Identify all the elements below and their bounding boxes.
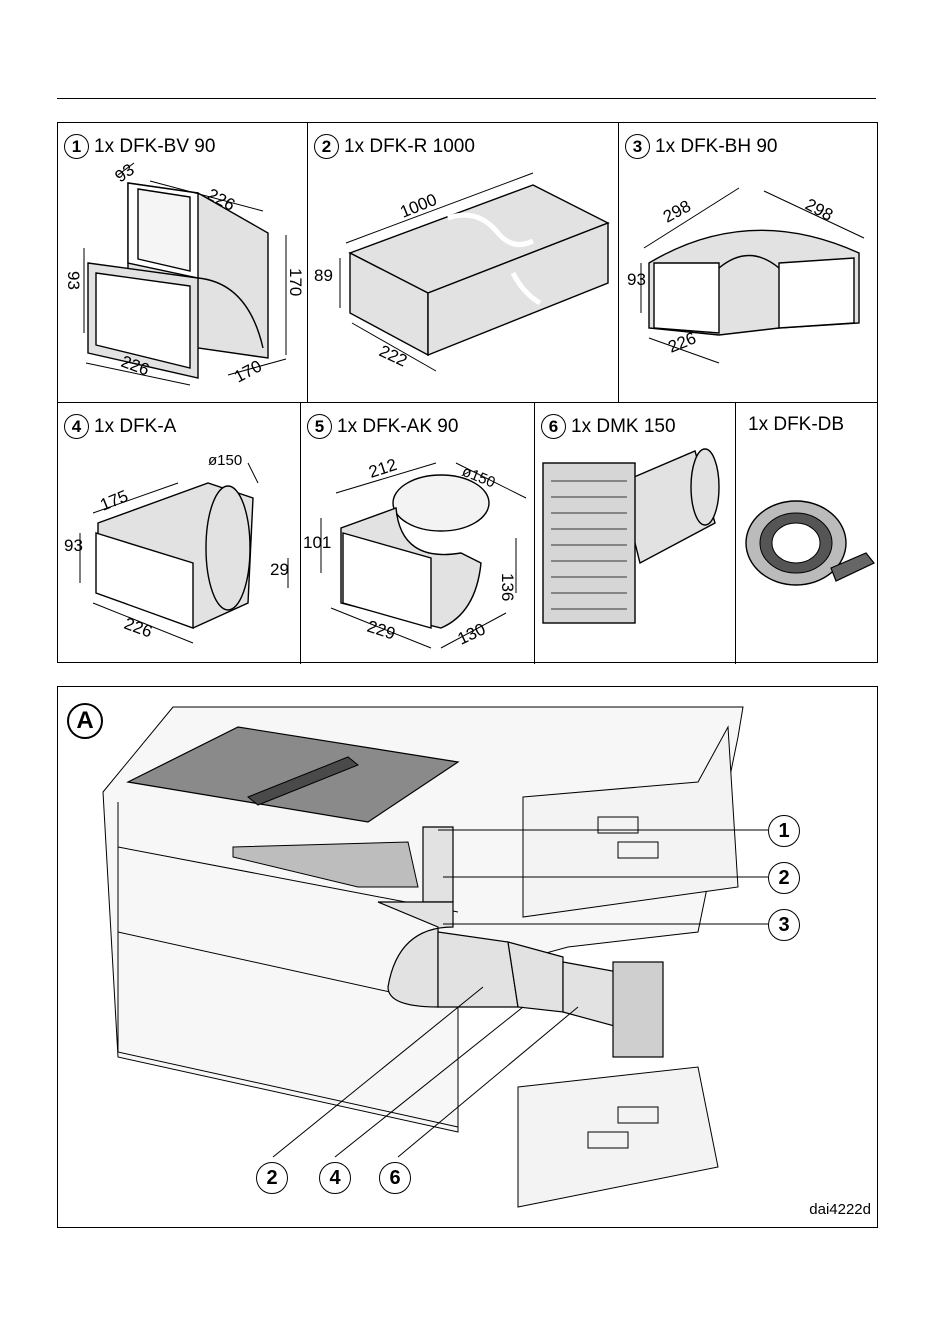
elbow-bend-drawing: 93 226 93 170 226 170: [58, 123, 308, 403]
callout: 6: [379, 1162, 411, 1194]
dim-label: 1000: [397, 190, 439, 222]
part-cell-2: 2 1x DFK-R 1000 1000 89 222: [308, 123, 619, 403]
part-cell-1: 1 1x DFK-BV 90 93 226 93 170 226 170: [58, 123, 308, 403]
dim-label: 89: [314, 266, 333, 285]
dim-label: 170: [286, 268, 305, 296]
dim-label: 130: [455, 619, 489, 648]
dim-label: 226: [122, 614, 155, 642]
part-cell-5: 5 1x DFK-AK 90 212 ø150 101 136 229 130: [301, 403, 535, 664]
parts-grid: 1 1x DFK-BV 90 93 226 93 170 226 170: [57, 122, 878, 663]
dim-label: 93: [627, 270, 646, 289]
dim-label: 212: [366, 455, 399, 482]
straight-duct-drawing: 1000 89 222: [308, 123, 619, 403]
adapter-bend-drawing: 212 ø150 101 136 229 130: [301, 403, 535, 664]
part-cell-7: 1x DFK-DB: [736, 403, 877, 664]
dim-label: 298: [802, 195, 836, 225]
part-cell-4: 4 1x DFK-A 175 ø150 93 29 226: [58, 403, 301, 664]
dim-label: 93: [64, 536, 83, 555]
dim-label: 222: [376, 341, 410, 370]
sealing-tape-drawing: [736, 403, 877, 664]
callout: 2: [256, 1162, 288, 1194]
dim-label: 93: [64, 271, 83, 290]
header-rule: [57, 98, 876, 99]
dim-label: ø150: [208, 452, 242, 469]
callout: 1: [768, 815, 800, 847]
dim-label: 298: [660, 196, 694, 226]
horizontal-bend-drawing: 298 298 93 226: [619, 123, 877, 403]
dim-label: 175: [97, 486, 130, 514]
dim-label: 229: [365, 617, 398, 644]
dim-label: 29: [270, 560, 289, 579]
callout: 2: [768, 862, 800, 894]
drawing-code: dai4222d: [809, 1201, 871, 1218]
callout: 3: [768, 909, 800, 941]
assembly-panel: A: [57, 686, 878, 1228]
callout: 4: [319, 1162, 351, 1194]
wall-grille-drawing: [535, 403, 736, 664]
dim-label: 101: [303, 533, 331, 552]
dim-label: 136: [498, 573, 517, 601]
assembly-drawing: [58, 687, 877, 1227]
part-cell-3: 3 1x DFK-BH 90 298 298 93 226: [619, 123, 877, 403]
adapter-drawing: 175 ø150 93 29 226: [58, 403, 301, 664]
part-cell-6: 6 1x DMK 150: [535, 403, 736, 664]
dim-label: 93: [111, 160, 137, 186]
dim-label: 170: [231, 356, 265, 386]
